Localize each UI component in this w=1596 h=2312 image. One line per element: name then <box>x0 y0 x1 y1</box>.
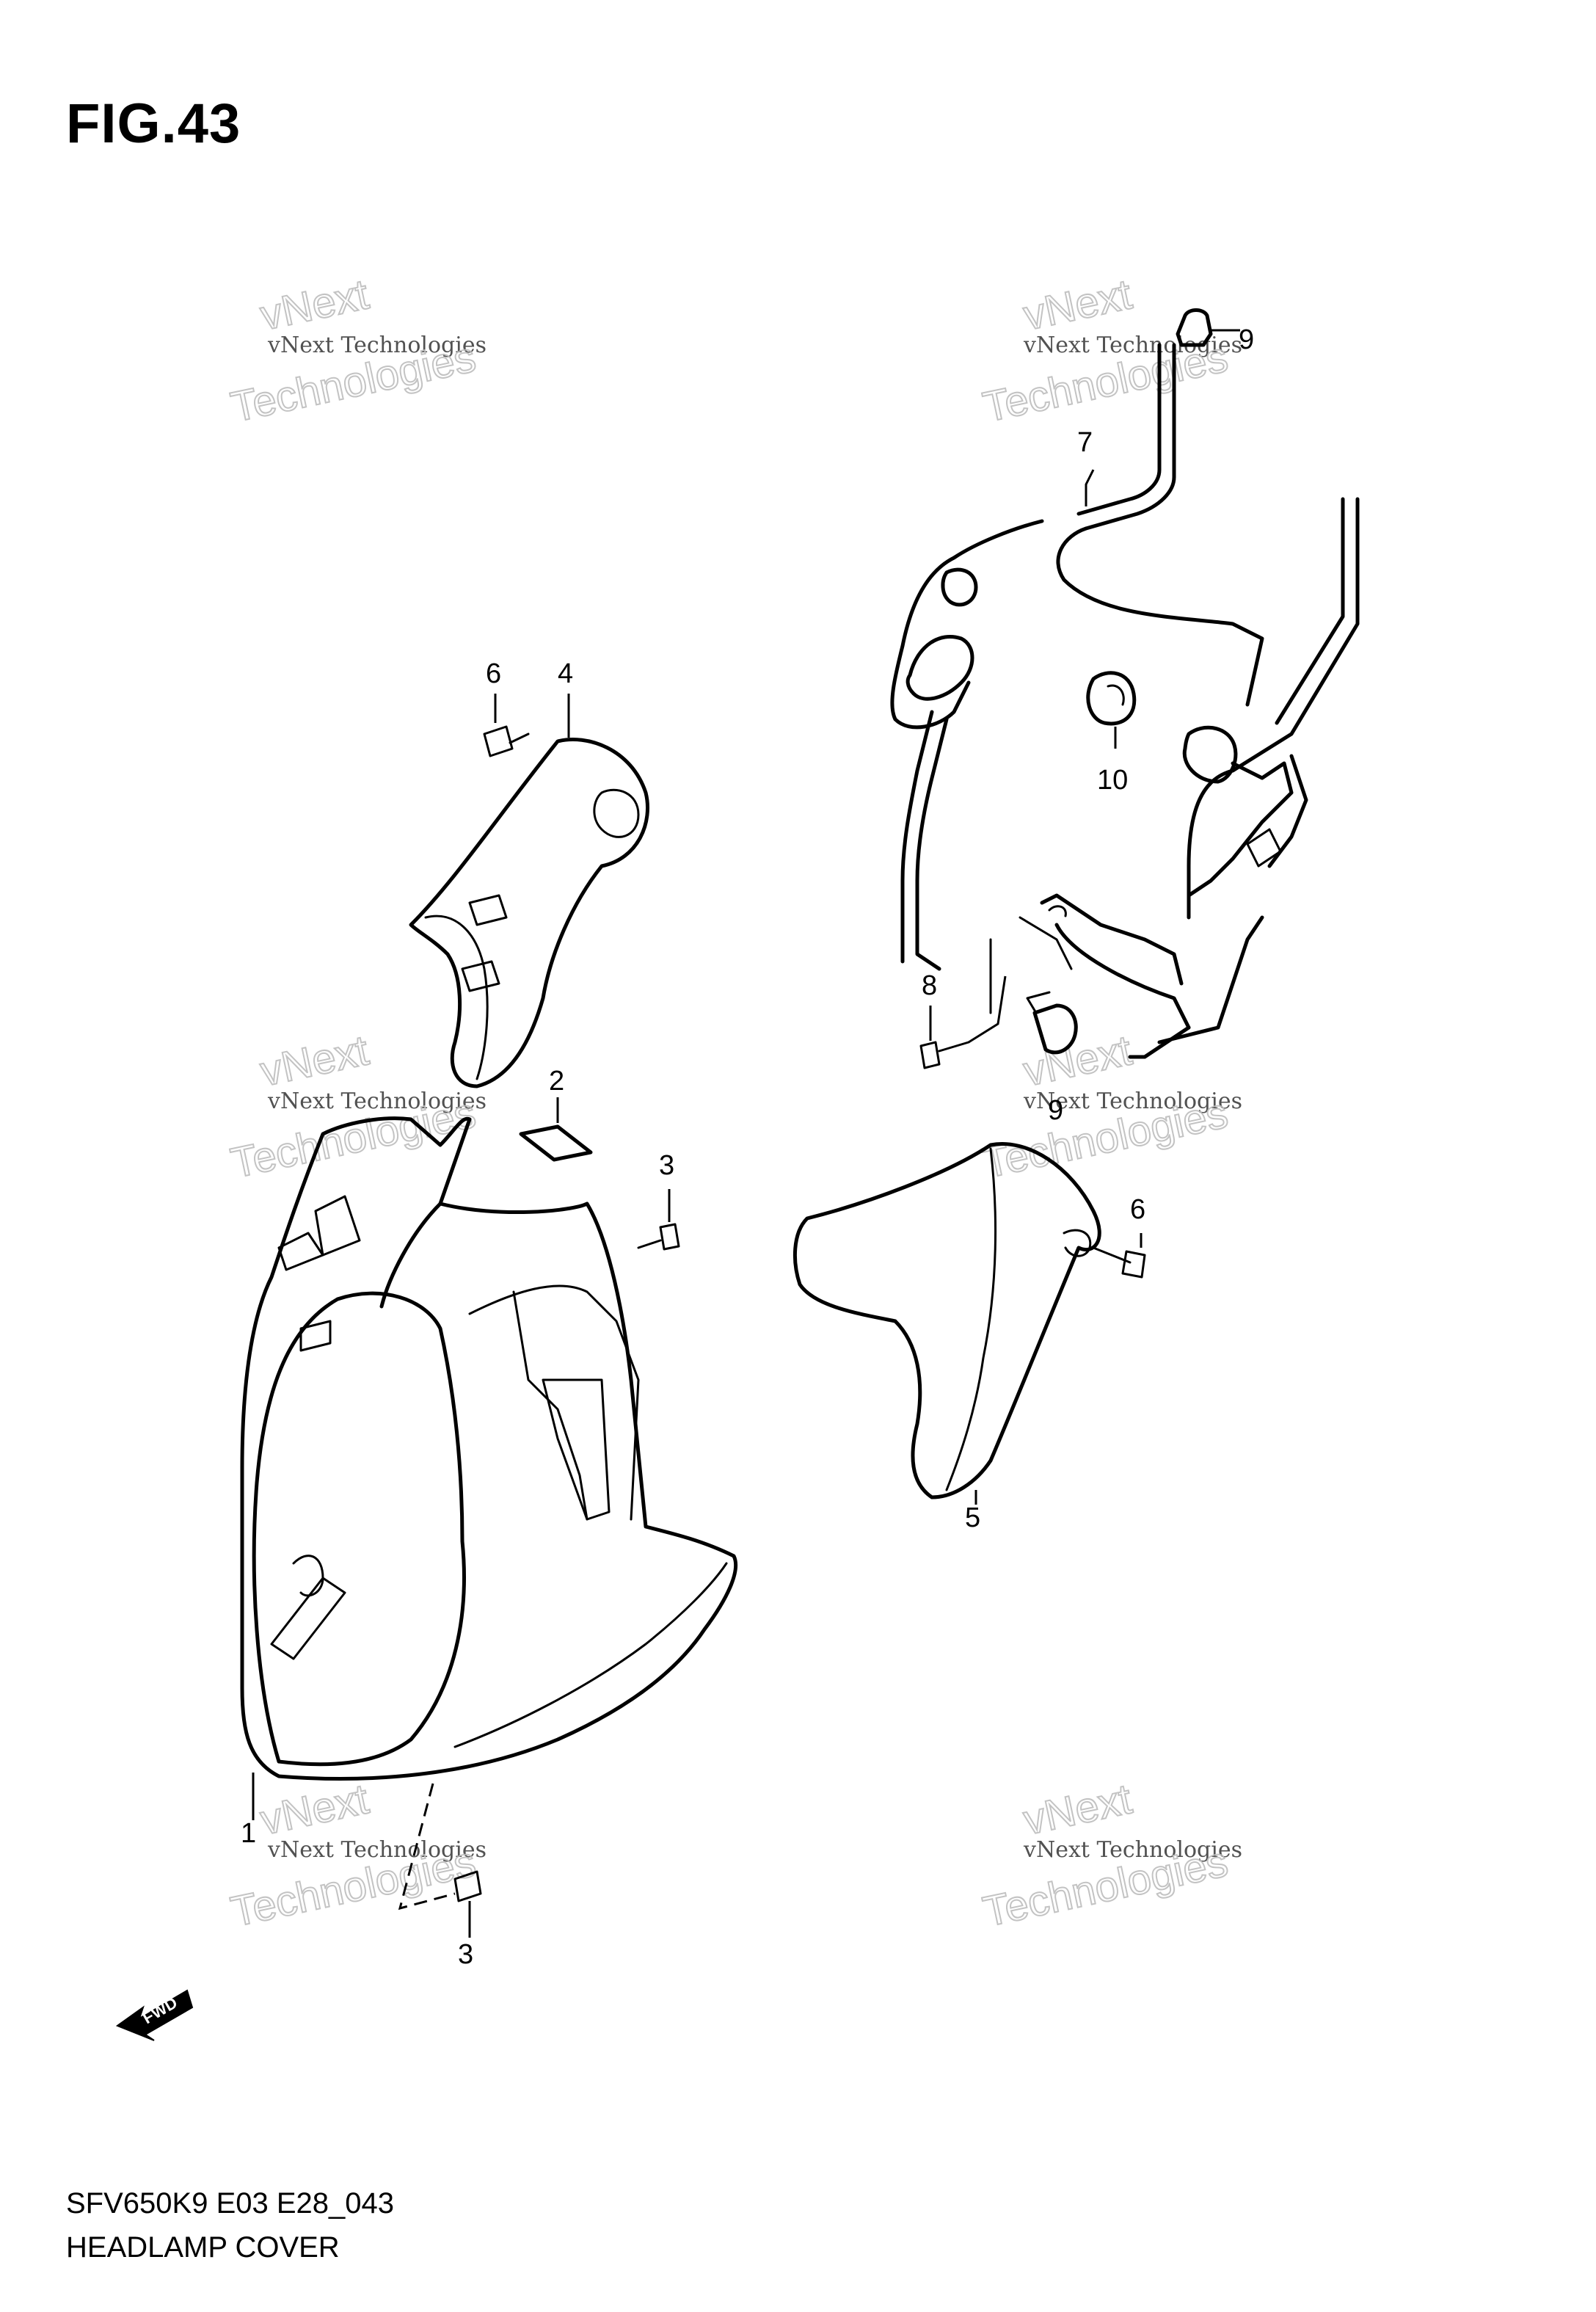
part-3-screw-lower: 3 <box>398 1783 482 1970</box>
part-5-side-panel: 5 <box>792 1142 1101 1533</box>
watermark-top-text: vNext <box>256 1026 373 1095</box>
part-1-headlamp-cover: 1 <box>240 1116 738 1849</box>
watermark-1: vNext vNext Technologies Technologies <box>226 269 487 432</box>
watermark-5: vNext vNext Technologies Technologies <box>226 1774 487 1936</box>
callout-3-upper: 3 <box>659 1150 674 1181</box>
callout-6-left: 6 <box>486 658 501 689</box>
part-3-screw-upper: 3 <box>637 1150 680 1251</box>
part-4-bracket: 4 <box>409 658 649 1088</box>
part-9-grommet-lower: 9 <box>1026 991 1078 1126</box>
callout-5: 5 <box>965 1502 980 1533</box>
callout-9-top: 9 <box>1239 324 1254 355</box>
callout-7: 7 <box>1077 427 1093 458</box>
watermark-line-text: vNext Technologies <box>1023 1837 1242 1863</box>
watermark-top-text: vNext <box>1019 270 1136 339</box>
callout-2: 2 <box>549 1066 564 1097</box>
watermark-6: vNext vNext Technologies Technologies <box>978 1774 1242 1936</box>
watermark-line-text: vNext Technologies <box>267 1088 487 1114</box>
part-6-screw-right: 6 <box>1092 1194 1146 1279</box>
watermark-top-text: vNext <box>256 270 373 339</box>
callout-8: 8 <box>922 970 937 1001</box>
part-10-damper: 10 <box>1086 671 1137 796</box>
watermark-2: vNext vNext Technologies Technologies <box>978 269 1242 432</box>
watermark-top-text: vNext <box>256 1775 373 1844</box>
callout-4: 4 <box>558 658 573 689</box>
watermark-4: vNext vNext Technologies Technologies <box>978 1025 1242 1188</box>
watermark-line-text: vNext Technologies <box>1023 332 1242 358</box>
callout-1: 1 <box>241 1818 256 1849</box>
watermark-line-text: vNext Technologies <box>267 1837 487 1863</box>
fwd-arrow-icon: FWD <box>115 1989 194 2041</box>
watermark-top-text: vNext <box>1019 1026 1136 1095</box>
watermark-3: vNext vNext Technologies Technologies <box>226 1025 487 1188</box>
figure-name: HEADLAMP COVER <box>66 2231 340 2264</box>
watermark-top-text: vNext <box>1019 1775 1136 1844</box>
part-2-label: 2 <box>519 1066 593 1162</box>
watermark-line-text: vNext Technologies <box>267 332 487 358</box>
watermark-line-text: vNext Technologies <box>1023 1088 1242 1114</box>
part-8-bolt: 8 <box>919 970 1007 1069</box>
callout-6-right: 6 <box>1130 1194 1145 1225</box>
part-7-bracket-frame: 7 <box>890 343 1360 1059</box>
callout-9-lower: 9 <box>1048 1095 1063 1126</box>
figure-title: FIG.43 <box>66 92 241 155</box>
callout-3-lower: 3 <box>458 1939 473 1970</box>
part-9-grommet-top: 9 <box>1176 308 1254 355</box>
part-6-screw-left: 6 <box>483 658 530 757</box>
callout-10: 10 <box>1097 765 1128 796</box>
watermark-group: vNext vNext Technologies Technologies vN… <box>226 269 1242 1936</box>
figure-code: SFV650K9 E03 E28_043 <box>66 2187 395 2220</box>
